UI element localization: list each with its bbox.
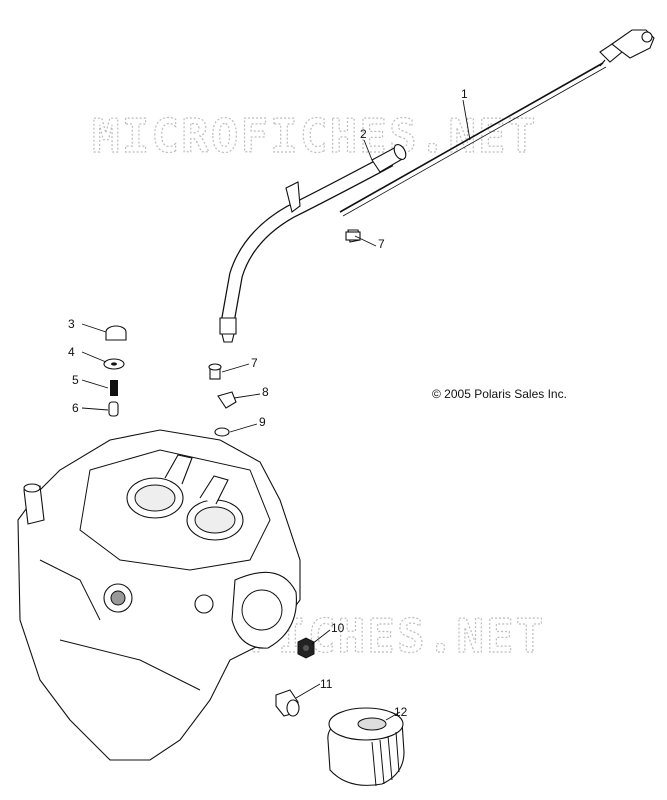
bracket-8[interactable] <box>217 391 237 409</box>
washer-4[interactable] <box>103 358 125 370</box>
copyright-text: © 2005 Polaris Sales Inc. <box>432 387 567 401</box>
callout-10: 10 <box>331 621 345 635</box>
callout-5: 5 <box>72 373 79 387</box>
callouts: 1 2 3 4 5 6 7 7 8 9 10 11 12 <box>68 87 468 719</box>
dipstick-tube[interactable] <box>219 143 408 343</box>
bolt-upper[interactable] <box>345 229 361 243</box>
watermark-top: MICROFICHES.NET <box>92 109 537 163</box>
bolt-3[interactable] <box>105 325 127 341</box>
callout-2: 2 <box>360 127 367 141</box>
spring-5[interactable] <box>110 380 118 396</box>
callout-7-lower: 7 <box>251 356 258 370</box>
dipstick[interactable] <box>339 29 655 217</box>
callout-11: 11 <box>320 677 333 691</box>
fitting-11[interactable] <box>275 689 300 717</box>
crankcase[interactable] <box>17 429 301 761</box>
o-ring-9[interactable] <box>214 427 230 437</box>
callout-9: 9 <box>259 415 266 429</box>
callout-6: 6 <box>72 401 79 415</box>
leader-lines <box>81 99 471 721</box>
callout-3: 3 <box>68 317 75 331</box>
callout-1: 1 <box>461 87 468 101</box>
callout-8: 8 <box>262 385 269 399</box>
pin-6[interactable] <box>108 401 119 417</box>
callout-4: 4 <box>68 345 75 359</box>
bolt-lower[interactable] <box>208 363 222 380</box>
callout-12: 12 <box>394 705 408 719</box>
callout-7-upper: 7 <box>378 237 385 251</box>
nut-10[interactable] <box>297 637 315 659</box>
oil-filter-12[interactable] <box>327 707 405 787</box>
